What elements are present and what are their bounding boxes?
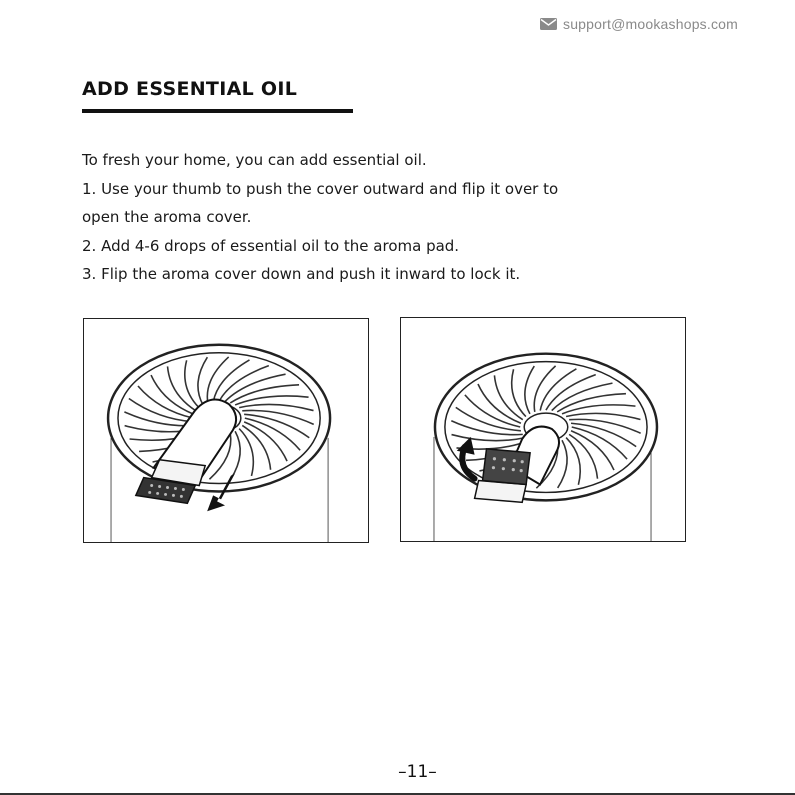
page-number: –11– — [0, 762, 795, 782]
intro-text: To fresh your home, you can add essentia… — [82, 146, 702, 175]
step-1-line-2: open the aroma cover. — [82, 203, 702, 232]
figure-flip-cover — [400, 317, 686, 542]
instructions: To fresh your home, you can add essentia… — [82, 146, 702, 289]
figure-open-cover — [83, 318, 369, 543]
mail-icon — [540, 18, 557, 30]
support-email[interactable]: support@mookashops.com — [563, 16, 738, 32]
header-contact: support@mookashops.com — [540, 16, 738, 32]
step-2: 2. Add 4-6 drops of essential oil to the… — [82, 232, 702, 261]
purifier-illustration-flip — [401, 318, 685, 541]
section-title: ADD ESSENTIAL OIL — [82, 78, 297, 100]
step-3: 3. Flip the aroma cover down and push it… — [82, 260, 702, 289]
step-1-line-1: 1. Use your thumb to push the cover outw… — [82, 175, 702, 204]
title-underline — [82, 109, 353, 113]
purifier-illustration-open — [84, 319, 368, 542]
